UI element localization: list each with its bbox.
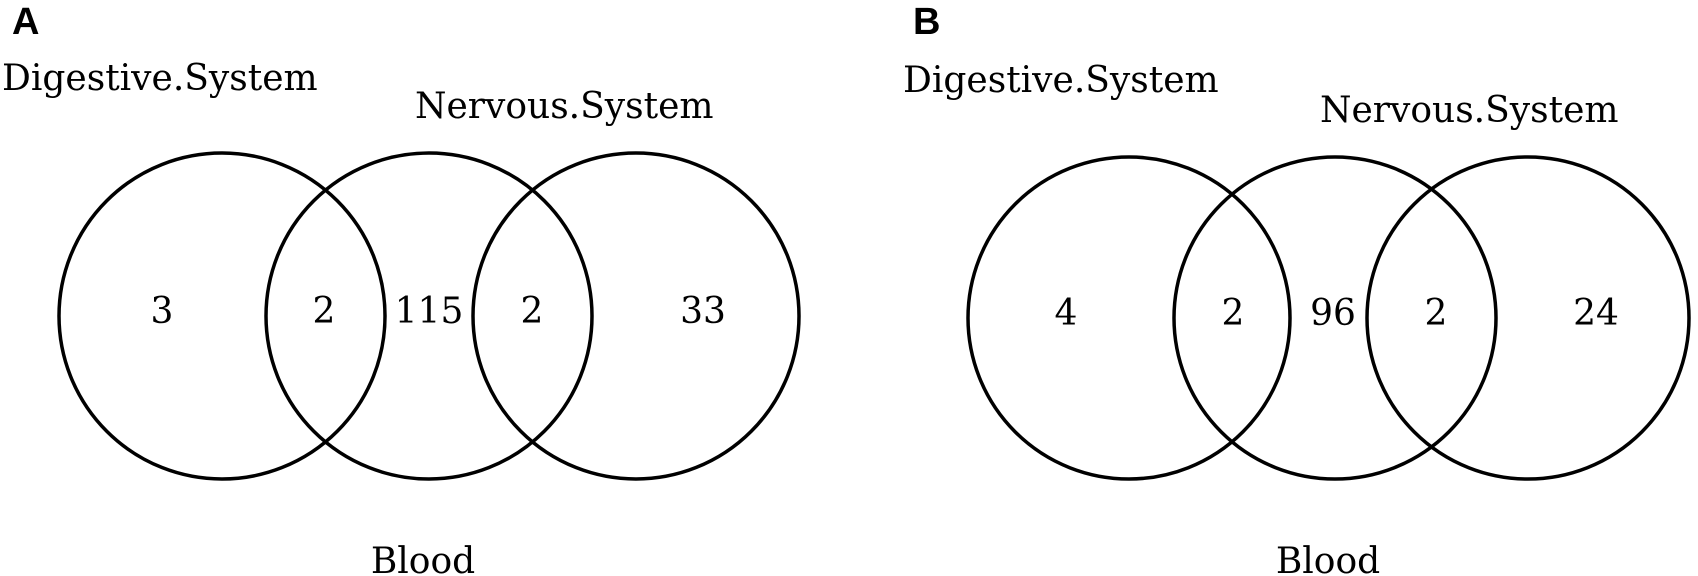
panel-b: B Digestive.System Nervous.System Blood … [903,1,1691,576]
panel-a-count-digestive-blood-overlap: 2 [313,291,336,332]
panel-a-count-blood-nervous-overlap: 2 [521,291,544,332]
panel-b-blood-circle [1172,155,1498,481]
panel-a-count-blood-only: 115 [395,291,464,332]
panel-b-blood-label: Blood [1276,541,1380,576]
panel-b-count-blood-nervous-overlap: 2 [1425,293,1448,334]
panel-a-nervous-circle [471,151,801,481]
panel-a-letter: A [12,1,39,43]
panel-b-nervous-circle [1365,155,1691,481]
panel-b-digestive-system-label: Digestive.System [903,60,1219,101]
panel-b-count-nervous-only: 24 [1573,293,1619,334]
panel-b-digestive-circle [966,155,1292,481]
panel-a-blood-label: Blood [371,541,475,576]
panel-a-digestive-circle [57,151,387,481]
panel-a-count-digestive-only: 3 [151,291,174,332]
panel-a-blood-circle [264,151,594,481]
panel-b-count-digestive-only: 4 [1055,293,1078,334]
panel-a: A Digestive.System Nervous.System Blood … [2,1,801,576]
panel-a-digestive-system-label: Digestive.System [2,58,318,99]
panel-b-letter: B [913,1,940,43]
panel-a-nervous-system-label: Nervous.System [415,86,714,127]
panel-b-nervous-system-label: Nervous.System [1320,90,1619,131]
panel-a-count-nervous-only: 33 [680,291,726,332]
panel-b-count-blood-only: 96 [1310,293,1356,334]
panel-b-count-digestive-blood-overlap: 2 [1222,293,1245,334]
